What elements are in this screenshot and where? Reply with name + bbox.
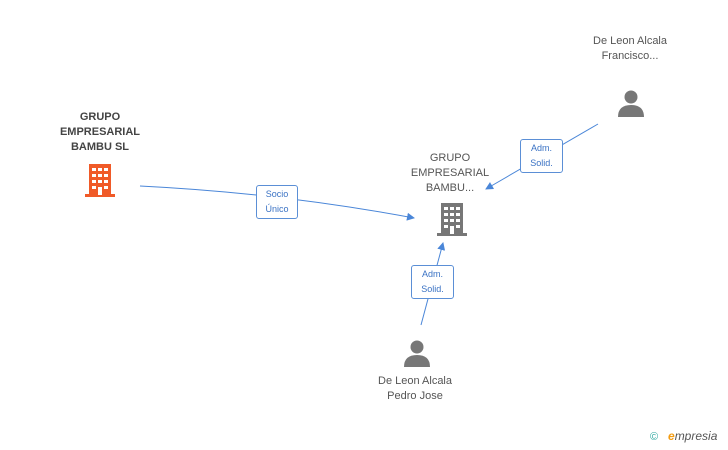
edge-label-line: Adm.: [530, 143, 552, 153]
edge-label-line: Adm.: [421, 269, 443, 279]
brand-logo[interactable]: empresia: [668, 429, 717, 443]
edge-label-socio[interactable]: Socio Único: [256, 185, 298, 219]
edge-label-line: Único: [265, 204, 289, 214]
node-label-francisco[interactable]: De Leon Alcala Francisco...: [593, 35, 667, 62]
copyright-symbol: ©: [650, 431, 659, 443]
edge-label-line: Solid.: [530, 158, 553, 168]
node-label-grupo-bambu[interactable]: GRUPO EMPRESARIAL BAMBU SL: [59, 111, 141, 153]
edge-label-line: Socio: [265, 189, 289, 199]
person-icon[interactable]: [617, 89, 645, 117]
node-label-grupo-center[interactable]: GRUPO EMPRESARIAL BAMBU...: [410, 152, 490, 194]
building-icon[interactable]: [436, 202, 468, 236]
edge-label-line: Solid.: [421, 284, 444, 294]
edge-label-adm-top[interactable]: Adm. Solid.: [520, 139, 563, 173]
brand-logo-e: e: [668, 429, 675, 443]
person-icon[interactable]: [403, 339, 431, 367]
building-icon[interactable]: [84, 163, 116, 197]
edge-label-adm-bottom[interactable]: Adm. Solid.: [411, 265, 454, 299]
node-label-pedro[interactable]: De Leon Alcala Pedro Jose: [378, 375, 452, 402]
brand-logo-text: mpresia: [674, 429, 718, 443]
